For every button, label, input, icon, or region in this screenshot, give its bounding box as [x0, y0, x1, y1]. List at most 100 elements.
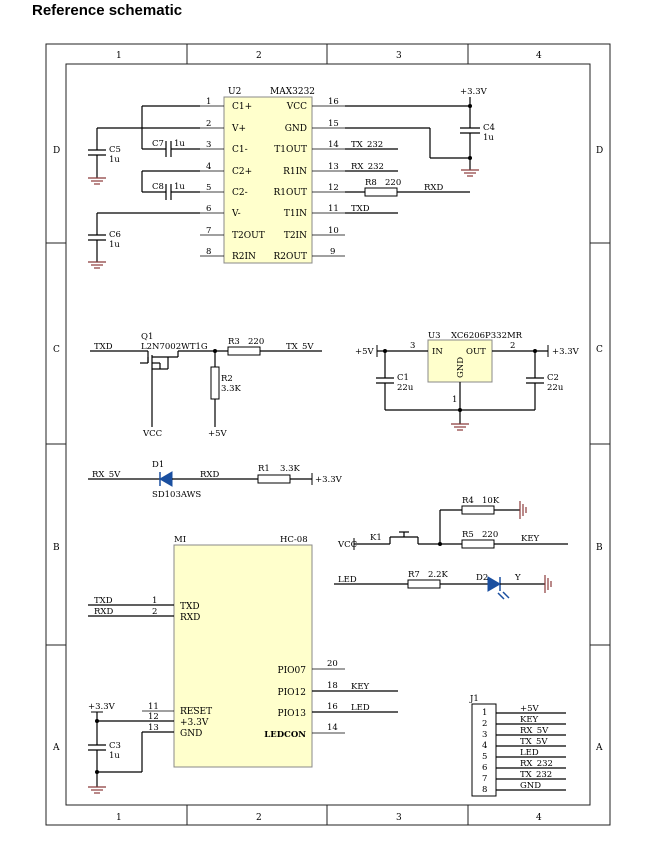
- grid-row-c-left: C: [53, 345, 60, 355]
- grid-row-a-right: A: [595, 743, 603, 753]
- m1-ref: MI: [174, 535, 186, 545]
- u2-pin4-name: C2+: [232, 167, 252, 177]
- u2-pin10-name: T2IN: [284, 231, 307, 241]
- rx-diode-block: RX_5V D1 SD103AWS RXD R1 3.3K +3.3V: [88, 460, 343, 500]
- net-rxd-label-b: RXD: [200, 470, 219, 480]
- u2-pin13-name: R1IN: [283, 167, 307, 177]
- net-rx232-label: RX_232: [351, 162, 384, 172]
- m1-pin1-num: 1: [152, 596, 157, 606]
- m1-pin14-num: 14: [327, 723, 338, 733]
- drawing-frame: 1 2 3 4 1 2 3 4 D C B A D C B A: [45, 43, 611, 826]
- grid-col-1-top: 1: [116, 51, 122, 61]
- grid-col-2-bottom: 2: [256, 813, 262, 823]
- u2-pin3-num: 3: [206, 140, 211, 150]
- u2-pin5-num: 5: [206, 183, 211, 193]
- ground-icon: [461, 169, 479, 177]
- m1-part: HC-08: [280, 535, 308, 545]
- k1-ref: K1: [370, 533, 382, 543]
- r2-ref: R2: [221, 374, 233, 384]
- r5-val: 220: [482, 530, 498, 540]
- r4-ref: R4: [462, 496, 474, 506]
- m1-body: [173, 544, 313, 768]
- u2-pin8-num: 8: [206, 247, 211, 257]
- level-shifter-block: TXD Q1 L2N7002WT1G VCC R3 220 TX_5V R2 3…: [90, 332, 322, 439]
- ground-icon: [88, 177, 106, 185]
- j1-net2: KEY: [520, 715, 539, 725]
- j1-pin3-num: 3: [482, 730, 487, 740]
- ground-icon: [519, 501, 527, 519]
- u2-pin16-name: VCC: [286, 102, 307, 112]
- grid-col-3-top: 3: [396, 51, 402, 61]
- u2-pin14-num: 14: [328, 140, 339, 150]
- u3-in-label: IN: [432, 347, 443, 357]
- net-txd-label-a: TXD: [94, 596, 113, 606]
- u2-pin15-num: 15: [328, 119, 339, 129]
- page-title: Reference schematic: [32, 2, 183, 19]
- j1-net1: +5V: [520, 704, 540, 714]
- max3232-block: U2 MAX3232 1 2 3 4 5 6 7 8 C1+ V+ C1- C2…: [88, 87, 495, 269]
- u2-pin6-num: 6: [206, 204, 211, 214]
- grid-row-c-right: C: [596, 345, 603, 355]
- u3-part: XC6206P332MR: [451, 331, 523, 341]
- u2-pin3-name: C1-: [232, 145, 248, 155]
- net-tx5v-label-c: TX_5V: [286, 342, 314, 352]
- net-rxd-label-d: RXD: [424, 183, 443, 193]
- u2-pin15-name: GND: [285, 124, 307, 134]
- grid-col-1-bottom: 1: [116, 813, 122, 823]
- u3-ref: U3: [428, 331, 441, 341]
- grid-row-d-left: D: [53, 146, 60, 156]
- net-vcc-label-c: VCC: [142, 429, 162, 439]
- d1-ref: D1: [152, 460, 164, 470]
- j1-ref: J1: [469, 694, 479, 704]
- net-plus5-label-c: +5V: [208, 429, 228, 439]
- m1-pin2-num: 2: [152, 607, 157, 617]
- j1-pin2-num: 2: [482, 719, 487, 729]
- j1-net3: RX_5V: [520, 726, 549, 736]
- u2-body: [223, 96, 313, 264]
- u2-pin4-num: 4: [206, 162, 211, 172]
- j1-pin4-num: 4: [482, 741, 487, 751]
- net-led-label-a: LED: [351, 703, 370, 713]
- q1-ref: Q1: [141, 332, 153, 342]
- ground-icon: [451, 423, 469, 431]
- u2-pin2-num: 2: [206, 119, 211, 129]
- u2-pin7-num: 7: [206, 226, 211, 236]
- r7-ref: R7: [408, 570, 420, 580]
- u3-pin-in-num: 3: [410, 341, 415, 351]
- r3-val: 220: [248, 337, 264, 347]
- grid-col-4-bottom: 4: [536, 813, 542, 823]
- supply-3v3-a: +3.3V: [88, 702, 116, 712]
- diode-icon: [159, 471, 173, 487]
- u3-pin-gnd-num: 1: [452, 395, 457, 405]
- led-icon: [487, 576, 501, 592]
- c3-val: 1u: [109, 751, 120, 761]
- m1-pin18-num: 18: [327, 681, 338, 691]
- supply-3v3-d: +3.3V: [460, 87, 488, 97]
- net-key-label-b: KEY: [521, 534, 540, 544]
- u2-pin12-num: 12: [328, 183, 339, 193]
- net-rxd-label-a: RXD: [94, 607, 113, 617]
- j1-pin6-num: 6: [482, 763, 487, 773]
- c7-ref: C7: [152, 139, 164, 149]
- net-plus5-in: +5V: [355, 347, 375, 357]
- c2-val: 22u: [547, 383, 564, 393]
- c7-val: 1u: [174, 139, 185, 149]
- m1-pin11-name: RESET: [180, 707, 212, 717]
- m1-pin12-num: 12: [148, 712, 159, 722]
- net-led-label-b: LED: [338, 575, 357, 585]
- u2-pin16-num: 16: [328, 97, 339, 107]
- u2-pin11-name: T1IN: [284, 209, 307, 219]
- c3-ref: C3: [109, 741, 121, 751]
- u2-pin1-num: 1: [206, 97, 211, 107]
- r2-val: 3.3K: [221, 384, 242, 394]
- m1-pin20-name: PIO07: [278, 666, 307, 676]
- m1-pin16-num: 16: [327, 702, 338, 712]
- m1-pin12-name: +3.3V: [180, 718, 209, 728]
- j1-pin7-num: 7: [482, 774, 487, 784]
- net-txd-label-d: TXD: [351, 204, 370, 214]
- m1-pin14-name: LEDCON: [264, 730, 306, 740]
- c1-val: 22u: [397, 383, 414, 393]
- u2-pin11-num: 11: [328, 204, 339, 214]
- r3-ref: R3: [228, 337, 240, 347]
